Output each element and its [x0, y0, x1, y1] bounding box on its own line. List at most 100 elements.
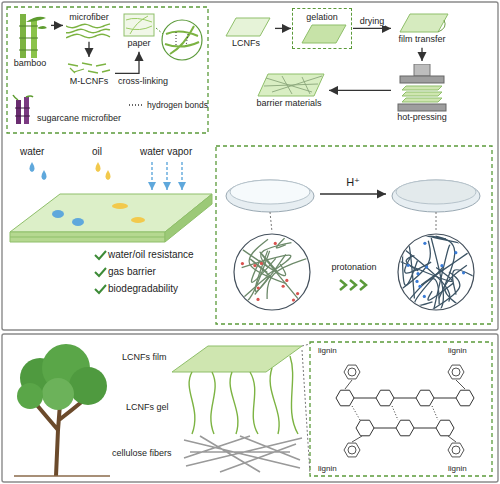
- fiber-network: [425, 265, 428, 268]
- fiber-network: [260, 262, 263, 265]
- step-icon: [26, 17, 47, 29]
- step-icon: [398, 104, 446, 111]
- fiber-network: [276, 238, 285, 248]
- vapor-arrow: [166, 162, 167, 190]
- dashed-frame: [216, 146, 492, 324]
- step-label: film transfer: [398, 34, 445, 45]
- step-label: bamboo: [14, 58, 47, 69]
- step-icon: [66, 60, 112, 76]
- cellulose-chain: [376, 390, 394, 406]
- step-icon: [438, 20, 445, 32]
- fiber-network: [462, 271, 465, 274]
- legend-label: hydrogen bonds: [147, 100, 208, 110]
- flow-arrow: [88, 42, 89, 57]
- step-icon: [394, 64, 450, 112]
- panel-frame: [2, 2, 498, 330]
- process-step: barrier materials: [250, 70, 328, 111]
- cellulose-chain: [352, 406, 438, 420]
- flow-arrow: [329, 90, 391, 91]
- lignin-ring: [448, 365, 464, 379]
- check-mark: [95, 268, 106, 276]
- petri-dish: [230, 180, 310, 204]
- step-icon: [19, 38, 38, 39]
- annotation-label: water/oil resistance: [108, 249, 194, 261]
- annotation-label: protonation: [331, 262, 376, 273]
- annotation-label: lignin: [448, 464, 467, 474]
- step-icon: [20, 14, 26, 58]
- cellulose-chain: [336, 390, 474, 436]
- fiber-network: [418, 285, 421, 288]
- cellulose-fiber: [184, 436, 302, 472]
- fiber-network: [423, 242, 426, 245]
- fiber-network: [454, 251, 457, 254]
- barrier-sheet: [112, 203, 128, 209]
- check-mark: [95, 251, 106, 259]
- process-step: hot-pressing: [392, 62, 452, 125]
- zoom-line: [270, 212, 436, 232]
- fiber-zoom: [156, 20, 202, 60]
- fiber-network: [255, 251, 285, 292]
- water-drop: [30, 162, 35, 172]
- annotation-label: LCNFs gel: [126, 402, 169, 413]
- lignin-ring: [348, 446, 356, 454]
- network-circle: [234, 234, 310, 310]
- process-step: M-LCNFs: [64, 58, 114, 89]
- fiber-network: [397, 234, 474, 312]
- annotation-label: lignin: [448, 346, 467, 356]
- lignin-ring: [452, 368, 460, 376]
- fiber-network: [433, 272, 460, 309]
- step-label: barrier materials: [256, 98, 321, 109]
- gel-strand: [270, 368, 279, 434]
- tree: [36, 400, 84, 476]
- legend-item: hydrogen bonds: [128, 100, 208, 110]
- cellulose-chain: [456, 390, 474, 406]
- fiber-network: [403, 234, 415, 299]
- flow-arrow: [353, 28, 391, 29]
- step-icon: [394, 12, 450, 34]
- cellulose-chain: [356, 420, 374, 436]
- tree: [69, 367, 107, 405]
- fiber-network: [238, 276, 269, 302]
- vapor-arrow: [152, 162, 182, 190]
- lignin-ring: [345, 380, 465, 442]
- dashed-frame: [310, 342, 492, 476]
- gel-strand: [250, 372, 258, 434]
- chevron-arrow: [340, 280, 366, 290]
- step-icon: [15, 116, 30, 117]
- annotation-label: oil: [92, 146, 102, 158]
- annotation-label: water vapor: [140, 146, 192, 158]
- tree: [42, 378, 74, 410]
- film-zoom-line: [302, 344, 310, 474]
- step-icon: [400, 14, 448, 32]
- fiber-network: [274, 242, 277, 245]
- cellulose-chain: [354, 398, 456, 428]
- fiber-network: [405, 256, 432, 273]
- process-step: LCNFs: [218, 14, 274, 51]
- oil-drop: [96, 162, 101, 172]
- step-icon: [24, 97, 29, 124]
- flow-arrow: [275, 28, 291, 29]
- fiber-network: [282, 285, 285, 288]
- step-icon: [68, 64, 78, 66]
- fiber-network: [415, 280, 418, 283]
- reaction-arrow: [320, 193, 386, 194]
- petri-dish: [396, 180, 476, 204]
- cellulose-chain: [336, 390, 354, 406]
- annotation-label: gas barrier: [108, 266, 156, 278]
- step-icon: [12, 94, 34, 124]
- step-icon: [16, 100, 21, 124]
- fiber-zoom: [165, 26, 199, 54]
- barrier-sheet: [10, 232, 165, 242]
- gel-strand: [189, 356, 298, 434]
- fiber-network: [423, 295, 426, 298]
- gel-strand: [189, 372, 195, 434]
- tree: [17, 383, 43, 409]
- step-icon: [226, 18, 270, 36]
- step-icon: [252, 72, 326, 98]
- vapor-arrow: [151, 162, 152, 190]
- petri-dish: [392, 180, 480, 212]
- gel-strand: [290, 356, 298, 434]
- step-label: hot-pressing: [397, 112, 447, 123]
